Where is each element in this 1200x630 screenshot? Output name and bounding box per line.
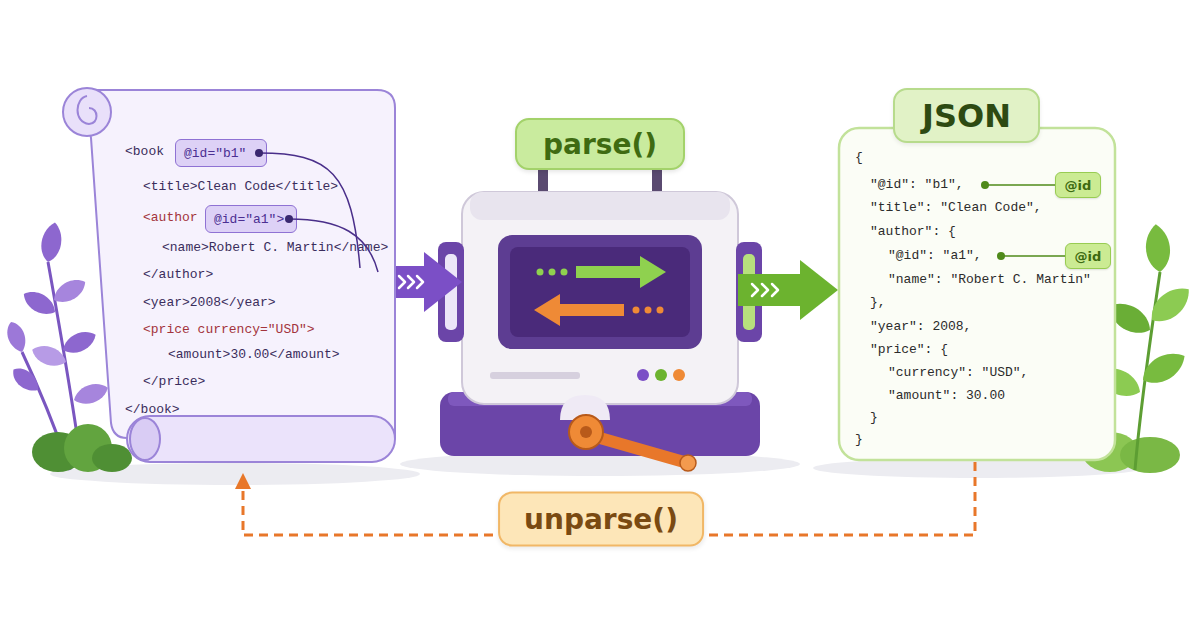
node-text: { xyxy=(855,149,863,167)
output-arrow xyxy=(738,274,800,306)
machine-lid xyxy=(470,192,730,220)
machine-slot xyxy=(445,254,457,330)
chevron xyxy=(399,276,405,288)
node-text: <amount>30.00</amount> xyxy=(168,346,340,364)
node-text: @id xyxy=(1075,249,1102,264)
leaf xyxy=(59,327,99,359)
leaf xyxy=(1144,223,1172,273)
node-text: <name>Robert C. Martin</name> xyxy=(162,239,388,257)
screen-arrow-right xyxy=(576,256,666,288)
screen-arrow-left xyxy=(534,294,624,326)
machine-body xyxy=(462,192,738,404)
scroll-roll xyxy=(127,416,395,462)
node-text: "name": "Robert C. Martin" xyxy=(888,271,1091,289)
node-text: "amount": 30.00 xyxy=(888,387,1005,405)
leaf xyxy=(71,379,111,408)
machine-screen-frame xyxy=(498,235,702,349)
node-text: "price": { xyxy=(870,341,948,359)
parser-machine-drawing xyxy=(438,160,762,471)
machine-button xyxy=(637,369,649,381)
leaf xyxy=(8,363,43,396)
id-tag: @id xyxy=(1055,172,1101,198)
screen-dot xyxy=(549,269,556,276)
leaf xyxy=(3,319,29,355)
node-text: } xyxy=(870,409,878,427)
node-text: <price currency="USD"> xyxy=(143,321,315,339)
json-panel: JSON { "@id": "b1", "title": "Clean Code", "… xyxy=(838,88,1116,462)
panel-box xyxy=(839,128,1115,460)
screen-dot xyxy=(633,307,640,314)
node-text: @id="b1" xyxy=(184,146,246,161)
arrow-chevrons xyxy=(399,276,778,296)
scroll-curl-line xyxy=(78,96,97,124)
xml-scroll: <book <title>Clean Code</title> <author <na… xyxy=(55,78,395,473)
parse-arrow xyxy=(395,266,424,298)
leaf xyxy=(38,221,64,264)
chevron xyxy=(417,276,423,288)
node-text: </book> xyxy=(125,401,180,419)
node-text: "year": 2008, xyxy=(870,318,971,336)
id-badge: @id="b1" xyxy=(175,139,267,167)
chevron xyxy=(408,276,414,288)
node-text: <year>2008</year> xyxy=(143,294,276,312)
scroll-curl xyxy=(63,88,111,136)
machine-handle xyxy=(438,242,464,342)
node-text: <title>Clean Code</title> xyxy=(143,178,338,196)
id-tag: @id xyxy=(1065,243,1111,269)
bush-leaf xyxy=(92,444,132,472)
crank-hub xyxy=(569,415,603,449)
scroll-outline xyxy=(55,78,395,473)
node-text: @id xyxy=(1065,178,1092,193)
node-text: "currency": "USD", xyxy=(888,364,1028,382)
chevron xyxy=(752,284,758,296)
machine-button xyxy=(655,369,667,381)
heading-tag: JSON xyxy=(893,88,1040,143)
screen-dot xyxy=(537,269,544,276)
crank-axle xyxy=(580,426,592,438)
node-text: @id="a1"> xyxy=(214,212,284,227)
node-text: "@id": "a1", xyxy=(888,247,982,265)
chevron xyxy=(772,284,778,296)
node-text: </price> xyxy=(143,373,205,391)
screen-dot xyxy=(645,307,652,314)
parser-machine: parse() xyxy=(462,115,738,460)
crank-knob xyxy=(680,455,696,471)
leaf xyxy=(50,274,90,308)
machine-button xyxy=(673,369,685,381)
machine-screen xyxy=(510,247,690,337)
machine-slot xyxy=(490,372,580,379)
node-text: "title": "Clean Code", xyxy=(870,199,1042,217)
scroll-roll-end xyxy=(130,418,160,460)
node-text: "@id": "b1", xyxy=(870,176,964,194)
heading-tag: parse() xyxy=(515,118,685,170)
screen-dot xyxy=(561,269,568,276)
scroll-page xyxy=(85,90,395,438)
node-text: }, xyxy=(870,294,886,312)
leaf xyxy=(29,341,69,370)
node-text: </author> xyxy=(143,266,213,284)
chevron xyxy=(762,284,768,296)
id-badge: @id="a1"> xyxy=(205,205,297,233)
node-text: <author xyxy=(143,209,198,227)
node-text: } xyxy=(855,431,863,449)
leaf xyxy=(1144,280,1196,329)
edge-label: unparse() xyxy=(498,492,704,547)
leaf xyxy=(19,286,59,320)
node-text: "author": { xyxy=(870,223,956,241)
node-text: <book xyxy=(125,143,164,161)
bush-leaf xyxy=(1120,437,1180,473)
leaf xyxy=(1137,346,1191,391)
screen-dot xyxy=(657,307,664,314)
